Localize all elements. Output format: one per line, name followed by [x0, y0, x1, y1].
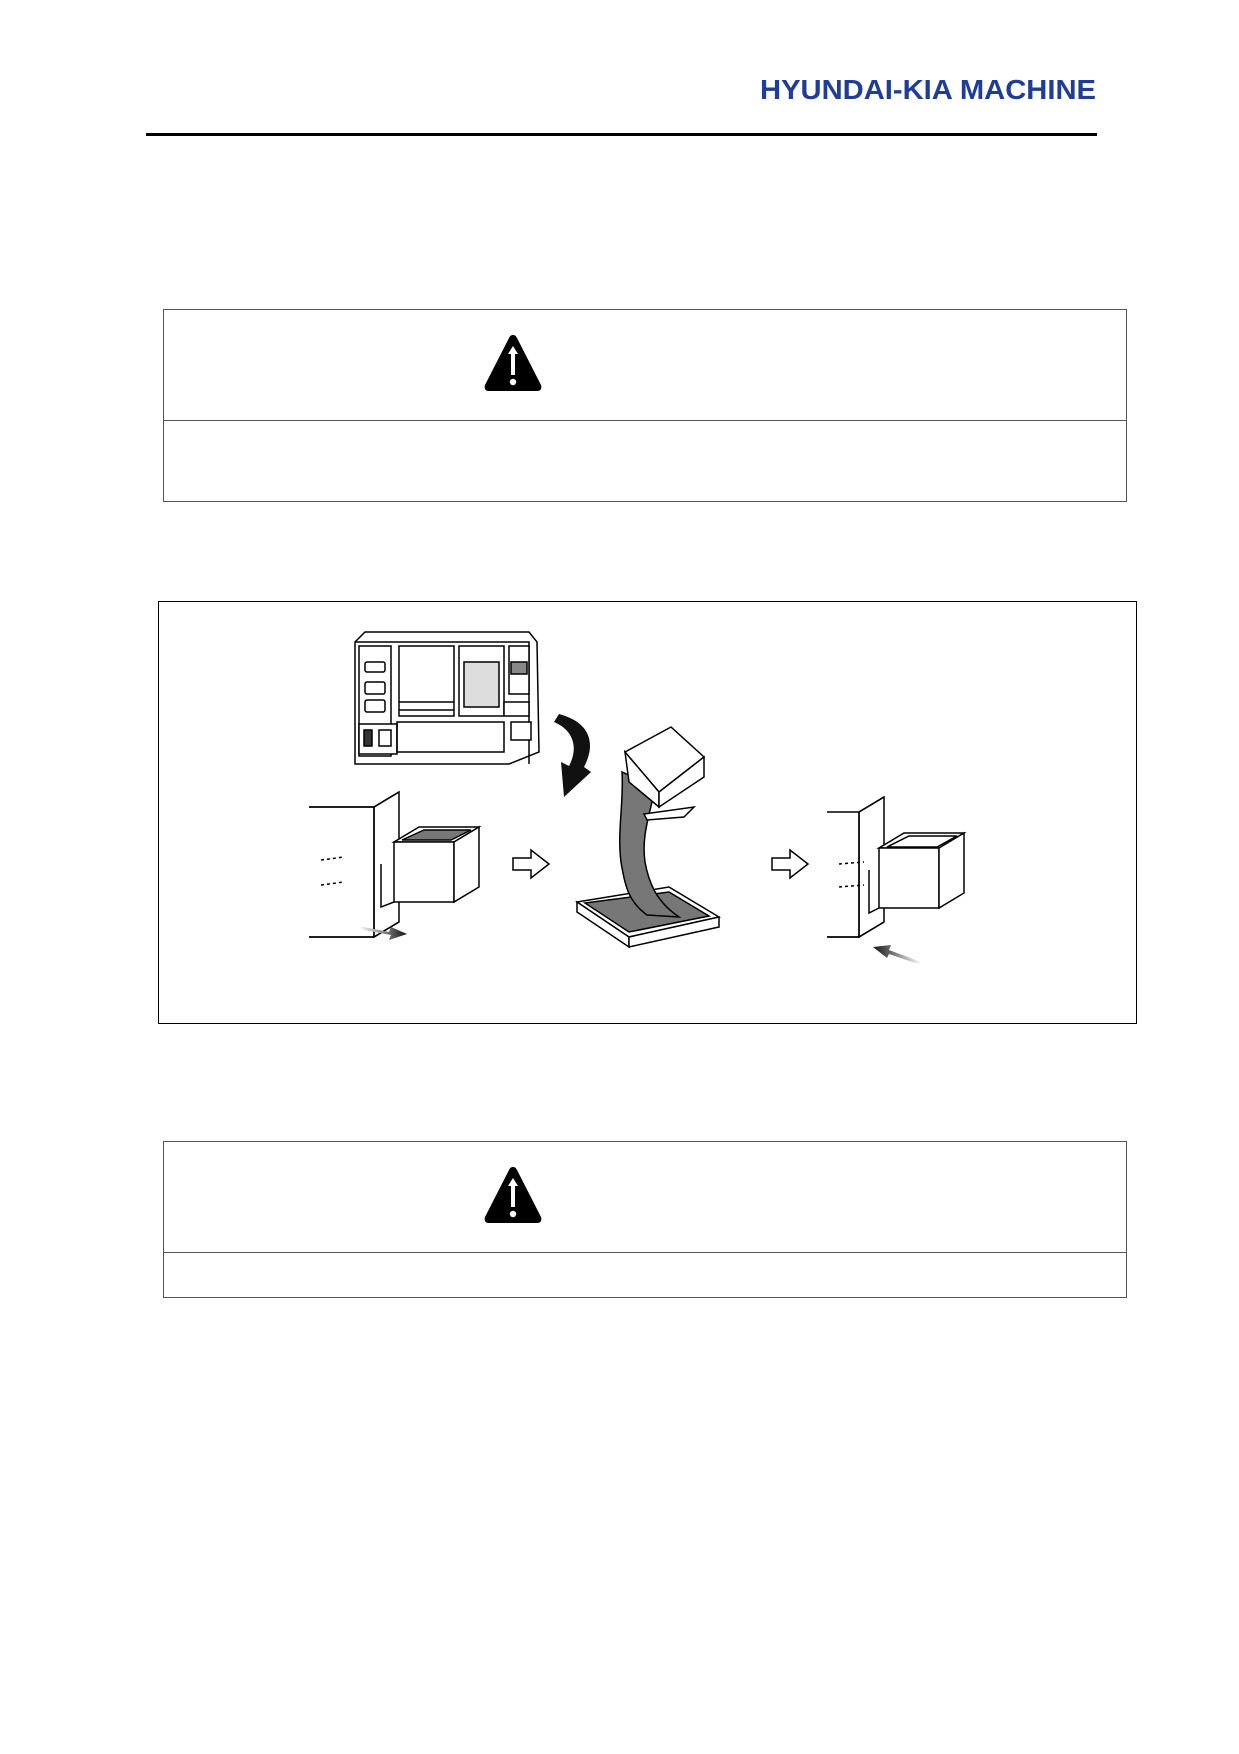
process-arrow-icon	[512, 848, 551, 880]
chip-box-pull-out-icon	[309, 790, 482, 940]
chip-disposal-illustration	[309, 631, 967, 965]
brand-logo-text: HYUNDAI-KIA MACHINE	[760, 74, 1096, 104]
warning-box-1-body	[164, 420, 1126, 501]
warning-box-2-body	[164, 1252, 1126, 1297]
curved-arrow-icon	[554, 714, 591, 797]
process-arrow-icon	[771, 848, 810, 880]
warning-box-2-header	[164, 1142, 1126, 1253]
warning-box-1	[163, 309, 1127, 502]
pour-chips-icon	[575, 726, 721, 949]
warning-triangle-icon	[484, 1167, 542, 1223]
warning-triangle-icon	[484, 335, 542, 391]
warning-box-1-header	[164, 310, 1126, 421]
brand-logo: HYUNDAI-KIA MACHINE	[760, 74, 1096, 104]
warning-box-2	[163, 1141, 1127, 1298]
chip-box-push-in-icon	[827, 795, 967, 965]
chip-disposal-figure	[158, 601, 1137, 1024]
lathe-machine-icon	[354, 631, 540, 765]
header-rule	[146, 133, 1097, 136]
